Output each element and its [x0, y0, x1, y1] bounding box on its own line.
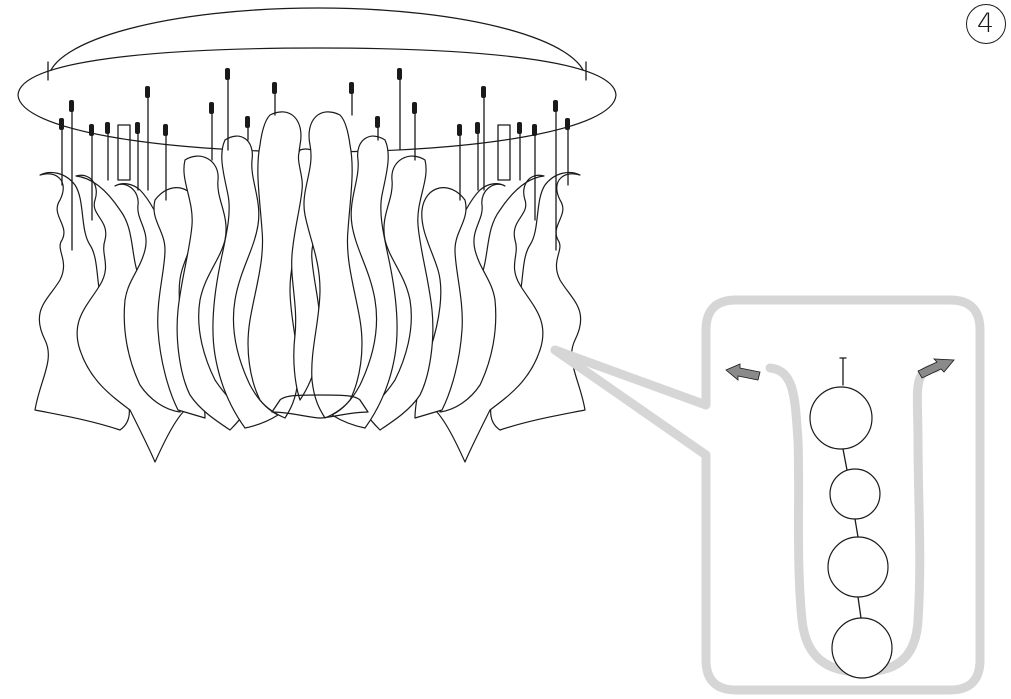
arrow-up-left-icon: [725, 363, 761, 381]
glass-pieces-right: [303, 111, 586, 463]
detail-callout: [550, 295, 985, 695]
step-number-badge: 4: [966, 4, 1006, 44]
arrow-up-right-icon: [917, 358, 955, 379]
step-number: 4: [976, 8, 995, 39]
hanging-wires: [59, 68, 570, 251]
glass-pieces-back: [34, 111, 327, 463]
bottom-base: [271, 394, 369, 419]
bead-chain: [809, 357, 893, 679]
